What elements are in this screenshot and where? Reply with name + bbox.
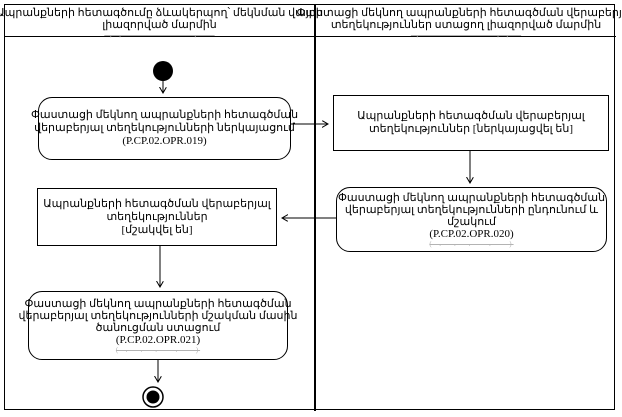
lane-title-line: Փաստացի մեկնող ապրանքների հետագծման վերա…: [296, 7, 622, 19]
node-text-line: վերաբերյալ տեղեկությունների մշակման մասի…: [18, 309, 298, 322]
deleted-text-remnant: (–.––.––.–––.–––): [429, 239, 514, 248]
node-text-line: մշակում: [447, 215, 496, 228]
node-process-code: (P.CP.02.OPR.021): [115, 333, 201, 346]
node-text-line: Փաստացի մեկնող ապրանքների հետագծման: [24, 297, 292, 310]
state-node-info-submitted: Ապրանքների հետագծման վերաբերյալ տեղեկութ…: [333, 95, 609, 151]
lane-title-line: տեղեկություններ ստացող լիազորված մարմին: [330, 19, 602, 31]
deleted-text-remnant: –,–,–––––––––––––,–––: [104, 31, 215, 39]
node-process-code: (P.CP.02.OPR.019): [122, 135, 207, 147]
lane-title-line: լիազորված մարմին: [102, 19, 217, 31]
node-text-line: տեղեկություններ: [106, 210, 208, 223]
action-node-submit-info-opr019: Փաստացի մեկնող ապրանքների հետագծման վերա…: [31, 97, 298, 160]
node-text-line: [մշակվել են]: [121, 223, 193, 236]
swimlane-divider: [314, 4, 316, 411]
lane-title-line: Ապրանքների հետագծումը ձևակերպող՝ մեկնման…: [0, 7, 323, 19]
node-text-line: տեղեկություններ [ներկայացվել են]: [368, 123, 574, 135]
lane-header-departure-authority: Ապրանքների հետագծումը ձևակերպող՝ մեկնման…: [0, 5, 323, 39]
action-node-receive-notification-opr021: Փաստացի մեկնող ապրանքների հետագծման վերա…: [19, 291, 297, 360]
diagram-border: [4, 4, 615, 410]
node-text-line: Փաստացի մեկնող ապրանքների հետագծման: [337, 191, 606, 204]
node-text-line: Փաստացի մեկնող ապրանքների հետագծման: [30, 109, 299, 121]
node-text-line: վերաբերյալ տեղեկությունների ընդունում և: [344, 203, 599, 216]
node-text-line: Ապրանքների հետագծման վերաբերյալ: [43, 197, 271, 210]
lane-header-receiving-authority: Փաստացի մեկնող ապրանքների հետագծման վերա…: [296, 5, 622, 39]
node-process-code: (P.CP.02.OPR.020): [429, 227, 514, 240]
deleted-text-remnant: (–.––.––.–––.–––): [115, 345, 201, 354]
action-node-receive-process-info-opr020: Փաստացի մեկնող ապրանքների հետագծման վերա…: [336, 187, 607, 252]
node-text-line: վերաբերյալ տեղեկությունների ներկայացում: [34, 122, 295, 134]
node-text-line: ծանուցման ստացում: [95, 321, 221, 334]
node-text-line: Ապրանքների հետագծման վերաբերյալ: [357, 110, 585, 122]
state-node-info-processed: Ապրանքների հետագծման վերաբերյալ տեղեկութ…: [37, 188, 277, 246]
deleted-text-remnant: –,––––––––––––––,–,––: [410, 31, 522, 39]
